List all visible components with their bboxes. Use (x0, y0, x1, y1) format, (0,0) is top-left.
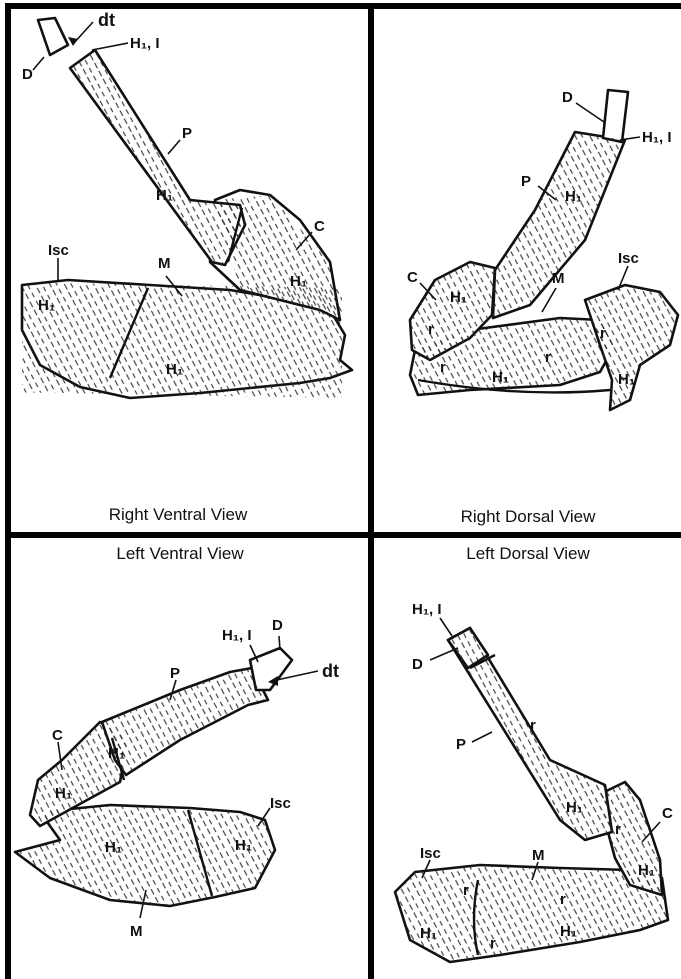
label-r1: r (463, 882, 469, 899)
panel-caption: Left Ventral View (116, 544, 244, 563)
label-m: M (158, 255, 171, 272)
label-m: M (130, 923, 143, 940)
panel-left-dorsal: Left Dorsal View H₁, I D P r H₁ r C H₁ (395, 544, 673, 962)
label-isc: Isc (618, 250, 639, 267)
panel-left-ventral: Left Ventral View H₁, I D dt P C H₁ H₁ (15, 544, 339, 940)
segment-d (38, 18, 68, 55)
label-c: C (662, 805, 673, 822)
label-h1-prox: H₁ (156, 187, 173, 204)
label-h1-p: H₁ (108, 745, 125, 762)
panel-right-dorsal: D H₁, I P H₁ C H₁ r M Isc r r r H₁ H₁ Ri… (407, 89, 678, 526)
label-h1-m: H₁ (492, 369, 509, 386)
panel-caption: Left Dorsal View (466, 544, 590, 563)
label-isc: Isc (420, 845, 441, 862)
label-dt: dt (322, 661, 339, 681)
label-h1-isc: H₁ (235, 837, 252, 854)
label-d: D (22, 66, 33, 83)
label-h1-m: H₁ (560, 923, 577, 940)
appendage-drawing (395, 628, 668, 962)
label-h1-m: H₁ (105, 839, 122, 856)
label-r-c: r (615, 821, 621, 838)
appendage-drawing (15, 648, 292, 906)
label-r3: r (490, 935, 496, 952)
label-c: C (314, 218, 325, 235)
label-h1-c: H₁ (55, 785, 72, 802)
label-r1: r (440, 359, 446, 376)
panel-right-ventral: dt H₁, I D P H₁ C H₁ Isc H₁ M H₁ Right V… (22, 10, 352, 524)
label-c: C (52, 727, 63, 744)
label-d: D (412, 656, 423, 673)
label-h1i: H₁, I (412, 601, 442, 618)
label-r2: r (545, 349, 551, 366)
label-h1-p: H₁ (566, 799, 583, 816)
segment-d (603, 90, 628, 142)
label-r2: r (560, 891, 566, 908)
panel-caption: Right Ventral View (109, 505, 248, 524)
label-p: P (170, 665, 180, 682)
label-m: M (532, 847, 545, 864)
label-c: C (407, 269, 418, 286)
label-h1-c: H₁ (638, 862, 655, 879)
label-r3: r (600, 325, 606, 342)
label-isc: Isc (48, 242, 69, 259)
label-p: P (456, 736, 466, 753)
panel-caption: Right Dorsal View (461, 507, 597, 526)
label-m: M (552, 270, 565, 287)
label-h1-isc: H₁ (618, 371, 635, 388)
label-h1-m: H₁ (166, 361, 183, 378)
label-h1-isc: H₁ (420, 925, 437, 942)
label-h1i: H₁, I (642, 129, 672, 146)
label-isc: Isc (270, 795, 291, 812)
label-h1i: H₁, I (130, 35, 160, 52)
label-p: P (182, 125, 192, 142)
label-d: D (562, 89, 573, 106)
label-d: D (272, 617, 283, 634)
label-h1-isc: H₁ (38, 297, 55, 314)
appendage-drawing (22, 18, 352, 398)
label-h1-prox: H₁ (565, 188, 582, 205)
label-r-c: r (428, 321, 434, 338)
label-p: P (521, 173, 531, 190)
label-dt: dt (98, 10, 115, 30)
label-r-p: r (530, 717, 536, 734)
label-h1i: H₁, I (222, 627, 252, 644)
label-h1-c: H₁ (290, 273, 307, 290)
label-h1-c: H₁ (450, 289, 467, 306)
